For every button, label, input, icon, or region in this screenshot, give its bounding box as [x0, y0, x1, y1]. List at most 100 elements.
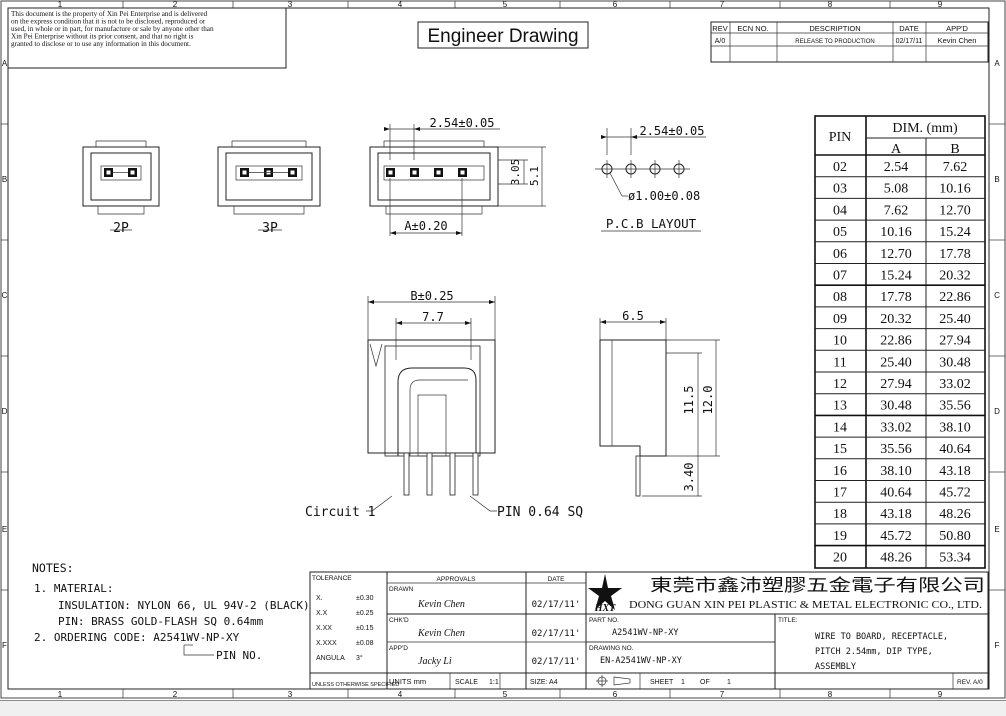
notes-title: NOTES: — [32, 561, 74, 575]
table-cell-a: 22.86 — [880, 334, 912, 349]
tolerance-key: X. — [316, 595, 323, 602]
approved-value: Kevin Chen — [938, 36, 977, 45]
pcb-layout-title: P.C.B LAYOUT — [606, 216, 697, 231]
tolerance-label: TOLERANCE — [312, 575, 352, 582]
zone-column-label: 1 — [58, 0, 63, 9]
table-cell-pin: 08 — [833, 290, 847, 305]
notes-block: NOTES: 1. MATERIAL: INSULATION: NYLON 66… — [32, 561, 310, 662]
table-cell-b: 48.26 — [939, 507, 971, 522]
pin-no-label: PIN NO. — [216, 649, 262, 662]
table-cell-pin: 10 — [833, 334, 847, 349]
projection-symbol-icon — [596, 675, 631, 687]
table-cell-a: 10.16 — [880, 225, 912, 240]
note-line: 1. MATERIAL: — [34, 582, 113, 595]
zone-column-label: 6 — [613, 0, 618, 9]
table-cell-pin: 17 — [833, 486, 847, 501]
note-line: PIN: BRASS GOLD-FLASH SQ 0.64mm — [58, 615, 264, 628]
zone-row-label: A — [2, 59, 8, 68]
title-line: ASSEMBLY — [815, 662, 856, 672]
label-2p: 2P — [113, 221, 129, 236]
of-label: OF — [700, 679, 710, 686]
tolerance-key: X.XX — [316, 625, 332, 632]
drawing-no: EN-A2541WV-NP-XY — [600, 656, 682, 666]
table-cell-b: 15.24 — [939, 225, 971, 240]
title-box — [417, 21, 589, 49]
revision-block: REV ECN NO. DESCRIPTION DATE APP'D A/0 R… — [710, 21, 989, 63]
zone-row-label: F — [995, 641, 1000, 650]
zone-row-label: B — [2, 175, 7, 184]
table-cell-a: 48.26 — [880, 551, 912, 566]
date-label: DATE — [548, 576, 566, 583]
table-cell-pin: 05 — [833, 225, 847, 240]
zone-column-label: 4 — [398, 690, 403, 699]
table-cell-a: 15.24 — [880, 269, 912, 284]
zone-column-label: 5 — [503, 0, 508, 9]
notice-line: on the express condition that it is not … — [11, 18, 206, 26]
table-cell-pin: 04 — [833, 203, 847, 218]
table-cell-pin: 13 — [833, 399, 847, 414]
approvals-label: APPROVALS — [437, 576, 477, 583]
zone-column-label: 9 — [938, 690, 943, 699]
table-cell-a: 25.40 — [880, 355, 912, 370]
zone-row-label: F — [2, 641, 7, 650]
title-block: TOLERANCE X.±0.30X.X±0.25X.XX±0.15X.XXX±… — [309, 571, 989, 690]
appd-date: 02/17/11' — [532, 657, 581, 667]
table-cell-pin: 15 — [833, 442, 847, 457]
zone-column-label: 5 — [503, 690, 508, 699]
table-pin-header: PIN — [829, 130, 852, 145]
chkd-by: Kevin Chen — [417, 628, 465, 639]
rev-value: REV. A/0 — [957, 679, 983, 686]
notice-line: used, in whole or in part, for manufactu… — [11, 25, 214, 33]
zone-row-label: A — [994, 59, 1000, 68]
dim-pitch: 2.54±0.05 — [429, 116, 494, 130]
rev-value: A/0 — [715, 38, 726, 45]
circuit-1-label: Circuit 1 — [305, 505, 375, 520]
zone-column-label: 8 — [828, 0, 833, 9]
title-line: WIRE TO BOARD, RECEPTACLE, — [815, 632, 948, 642]
table-cell-b: 25.40 — [939, 312, 971, 327]
zone-row-label: C — [994, 291, 1000, 300]
pcb-pitch-dim: 2.54±0.05 — [639, 124, 704, 138]
table-cell-a: 17.78 — [880, 290, 912, 305]
notice-line: Xin Pei Enterprise without its prior con… — [11, 33, 194, 41]
connector-side-view: 6.5 11.5 12.0 3.40 — [599, 309, 720, 497]
table-cell-pin: 14 — [833, 420, 847, 435]
table-cell-a: 7.62 — [884, 203, 909, 218]
company-name-en: DONG GUAN XIN PEI PLASTIC & METAL ELECTR… — [629, 600, 982, 611]
dim-7-7: 7.7 — [422, 310, 444, 324]
zone-column-label: 7 — [720, 690, 725, 699]
table-cell-b: 20.32 — [939, 269, 971, 284]
table-cell-a: 40.64 — [880, 486, 912, 501]
tolerance-value: ±0.08 — [356, 640, 374, 647]
zone-column-label: 2 — [173, 690, 178, 699]
ecn-header: ECN NO. — [737, 24, 768, 33]
table-cell-a: 38.10 — [880, 464, 912, 479]
table-dim-header: DIM. (mm) — [892, 121, 958, 136]
table-cell-pin: 20 — [833, 551, 847, 566]
table-cell-a: 30.48 — [880, 399, 912, 414]
table-cell-a: 20.32 — [880, 312, 912, 327]
zone-column-label: 3 — [288, 0, 293, 9]
zone-column-label: 7 — [720, 0, 725, 9]
sheet-no: 1 — [681, 679, 685, 686]
size-value: SIZE: A4 — [530, 679, 558, 686]
zone-row-label: E — [2, 525, 7, 534]
label-3p: 3P — [262, 221, 278, 236]
table-cell-b: 17.78 — [939, 247, 971, 262]
table-cell-a: 33.02 — [880, 420, 912, 435]
table-cell-b: 12.70 — [939, 203, 971, 218]
confidentiality-notice: This document is the property of Xin Pei… — [11, 10, 214, 48]
description-value: RELEASE TO PRODUCTION — [795, 39, 874, 45]
drawn-label: DRAWN — [389, 586, 414, 593]
table-cell-pin: 02 — [833, 160, 847, 175]
table-cell-pin: 09 — [833, 312, 847, 327]
zone-row-label: E — [994, 525, 999, 534]
table-cell-b: 50.80 — [939, 529, 971, 544]
dim-3-40: 3.40 — [682, 463, 696, 492]
table-cell-pin: 18 — [833, 507, 847, 522]
scale-label: SCALE — [455, 679, 478, 686]
table-cell-b: 10.16 — [939, 182, 971, 197]
